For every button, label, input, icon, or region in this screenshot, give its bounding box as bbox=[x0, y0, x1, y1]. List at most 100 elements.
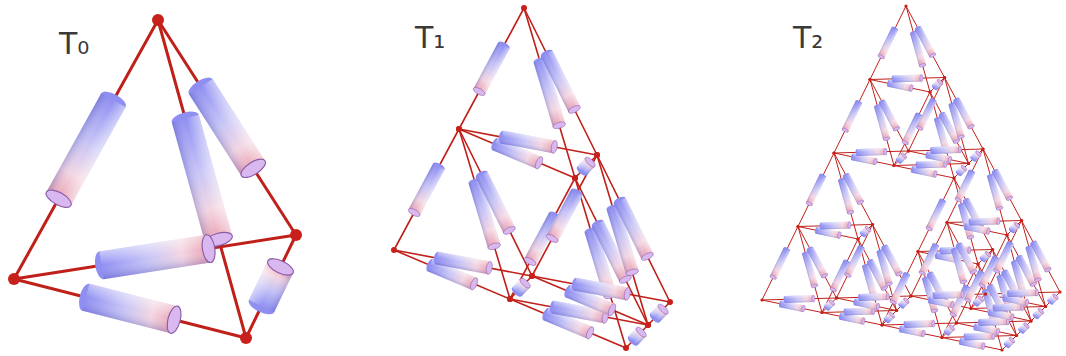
resistor-body bbox=[501, 131, 556, 154]
resistor-cap bbox=[948, 324, 955, 331]
resistor-cap bbox=[996, 328, 1000, 335]
resistor-symbol bbox=[964, 269, 985, 303]
resistor-shade bbox=[845, 246, 865, 277]
resistor-symbol bbox=[954, 169, 975, 203]
resistor-cap bbox=[968, 247, 971, 254]
resistor-cap bbox=[829, 287, 837, 293]
node-dot bbox=[981, 147, 984, 150]
node-dot bbox=[909, 294, 912, 297]
resistor-cap bbox=[769, 274, 777, 280]
resistor-shade bbox=[408, 163, 444, 215]
resistor-body bbox=[881, 245, 902, 275]
resistor-cap bbox=[967, 235, 975, 240]
resistor-symbol bbox=[842, 172, 864, 205]
resistor-symbol bbox=[545, 187, 584, 244]
node-dot bbox=[916, 250, 919, 253]
wire bbox=[969, 149, 984, 164]
node-dot bbox=[969, 307, 972, 310]
node-dot bbox=[760, 298, 763, 301]
resistor-body bbox=[992, 170, 1013, 200]
node-dot bbox=[880, 323, 883, 326]
wire bbox=[394, 129, 459, 250]
resistor-cap bbox=[841, 127, 849, 133]
node-dot bbox=[943, 76, 946, 79]
wire bbox=[575, 155, 597, 178]
resistor-symbol bbox=[915, 161, 947, 169]
resistor-symbol bbox=[932, 291, 964, 299]
wire bbox=[837, 225, 873, 299]
node-dot bbox=[521, 5, 527, 11]
resistor-symbol bbox=[859, 225, 872, 238]
wire bbox=[1046, 292, 1061, 307]
resistor-body bbox=[46, 93, 125, 205]
resistor-cap bbox=[958, 146, 961, 153]
resistor-cap bbox=[487, 242, 501, 251]
resistor-cap bbox=[909, 84, 913, 91]
resistor-cap bbox=[550, 140, 558, 154]
node-dot bbox=[967, 162, 970, 165]
resistor-symbol bbox=[1046, 293, 1059, 306]
wire bbox=[1017, 321, 1032, 336]
resistor-body bbox=[878, 27, 898, 58]
node-dot bbox=[895, 309, 898, 312]
resistor-symbol bbox=[246, 255, 296, 317]
resistor-shade bbox=[878, 27, 898, 58]
resistor-cap bbox=[567, 104, 581, 115]
resistor-symbol bbox=[895, 152, 908, 165]
resistor-cap bbox=[886, 293, 889, 300]
resistor-shade bbox=[917, 161, 945, 169]
wire bbox=[942, 323, 957, 338]
resistor-shade bbox=[926, 199, 946, 230]
resistor-body bbox=[473, 42, 509, 94]
resistor-shade bbox=[881, 245, 902, 275]
wire bbox=[798, 153, 834, 227]
wire bbox=[930, 78, 945, 93]
resistor-symbol bbox=[472, 40, 511, 97]
node-dot bbox=[594, 152, 600, 158]
node-dot bbox=[892, 164, 895, 167]
node-dot bbox=[456, 126, 462, 132]
node-dot bbox=[8, 273, 20, 285]
resistor-cap bbox=[920, 75, 923, 82]
resistor-body bbox=[770, 248, 790, 279]
resistor-symbol bbox=[992, 304, 1024, 312]
resistor-symbol bbox=[498, 130, 558, 154]
resistor-cap bbox=[903, 297, 910, 304]
resistor-symbol bbox=[433, 251, 493, 275]
resistor-symbol bbox=[931, 78, 944, 91]
wire bbox=[834, 80, 870, 154]
node-dot bbox=[1029, 319, 1032, 322]
resistor-cap bbox=[997, 218, 1000, 225]
resistor-symbol bbox=[844, 244, 865, 278]
resistor-cap bbox=[970, 269, 978, 275]
resistor-symbol bbox=[805, 173, 826, 207]
resistor-cap bbox=[1006, 195, 1014, 201]
resistor-symbol bbox=[918, 242, 939, 276]
resistor-shade bbox=[842, 101, 862, 132]
resistor-cap bbox=[964, 297, 972, 303]
wire bbox=[945, 78, 984, 150]
resistor-cap bbox=[954, 197, 962, 203]
resistor-body bbox=[82, 284, 177, 334]
resistor-cap bbox=[873, 158, 877, 165]
resistor-cap bbox=[931, 308, 939, 313]
wire bbox=[894, 151, 909, 166]
node-dot bbox=[928, 90, 931, 93]
resistor-cap bbox=[552, 121, 566, 130]
resistor-cap bbox=[847, 210, 855, 215]
resistor-symbol bbox=[769, 246, 790, 280]
node-dot bbox=[868, 78, 871, 81]
resistor-symbol bbox=[968, 218, 1000, 226]
resistor-body bbox=[476, 172, 515, 234]
resistor-cap bbox=[469, 277, 479, 291]
resistor-symbol bbox=[475, 169, 517, 236]
resistor-shade bbox=[917, 99, 937, 130]
node-dot bbox=[594, 152, 600, 158]
resistor-cap bbox=[1010, 313, 1014, 320]
node-dot bbox=[976, 262, 979, 265]
resistor-cap bbox=[801, 305, 805, 312]
resistor-body bbox=[956, 243, 977, 273]
node-dot bbox=[955, 321, 958, 324]
resistor-symbol bbox=[925, 198, 946, 232]
resistor-shade bbox=[99, 235, 210, 279]
